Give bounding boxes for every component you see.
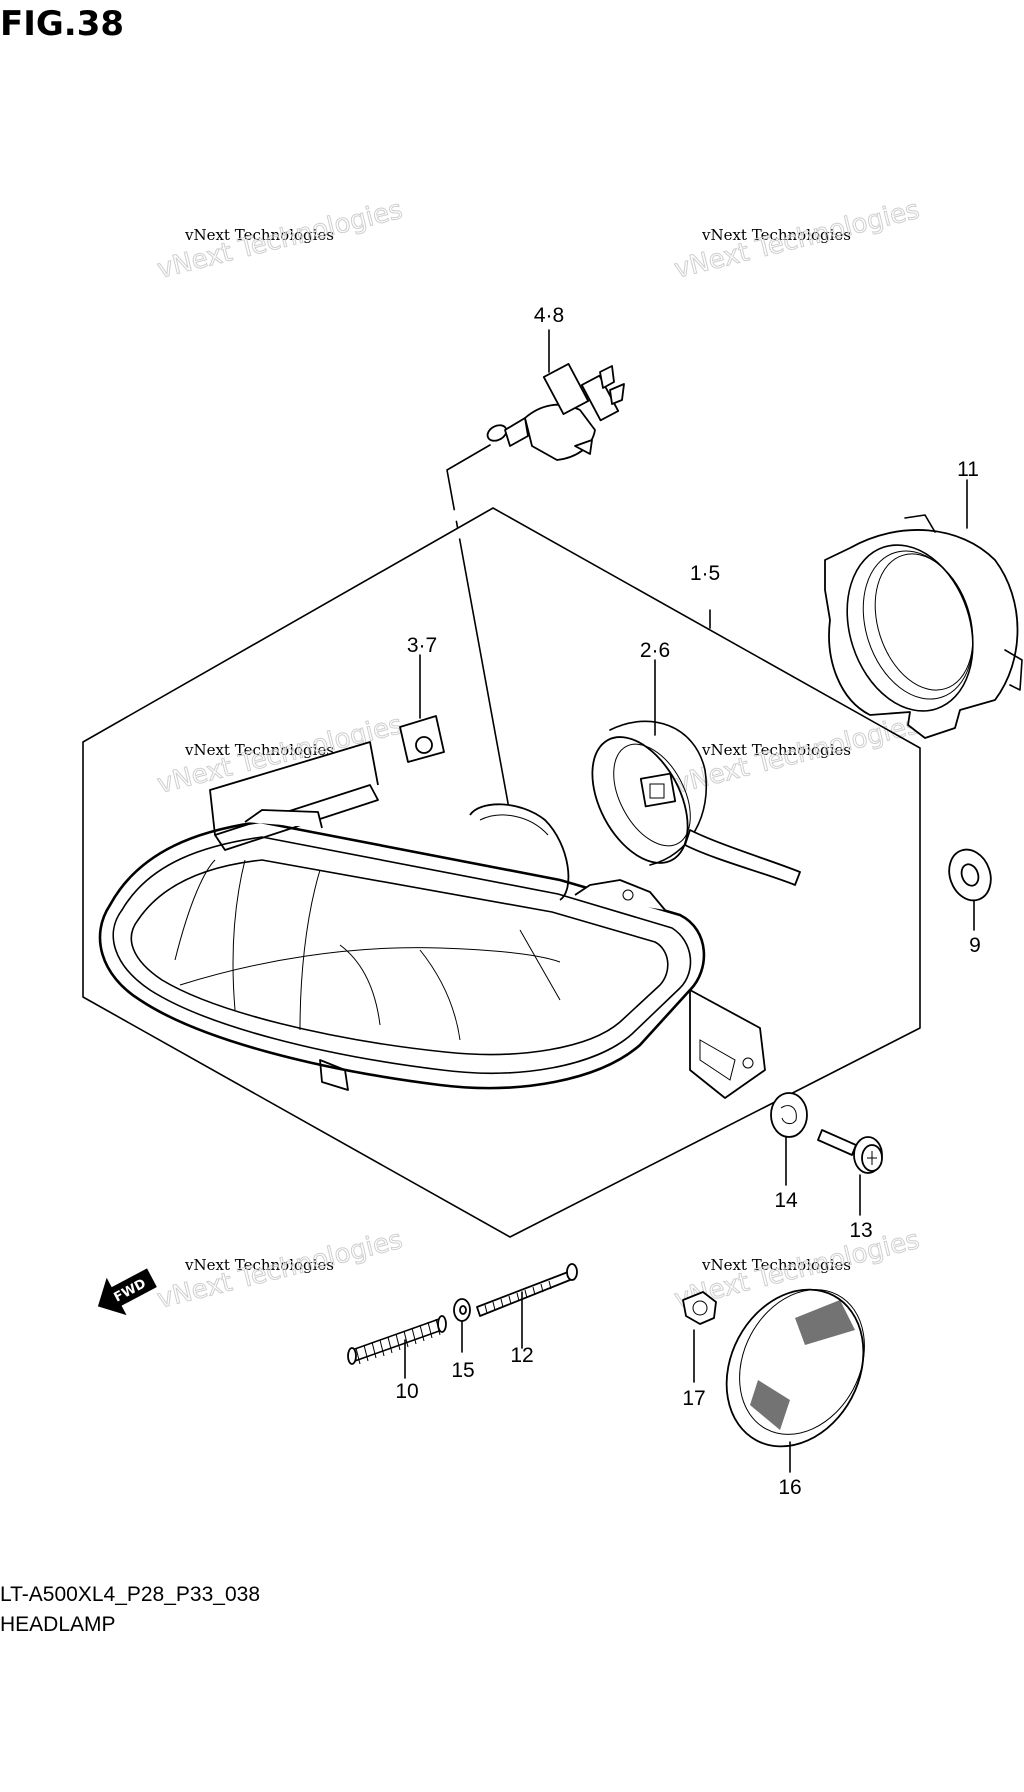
watermark-top-right: vNext Technologies vNext Technologies bbox=[671, 194, 923, 285]
cushion-part bbox=[770, 1092, 808, 1186]
callout-15: 15 bbox=[451, 1359, 474, 1382]
callout-11: 11 bbox=[957, 458, 979, 481]
callout-12: 12 bbox=[510, 1344, 533, 1367]
grommet-part bbox=[948, 848, 992, 931]
watermark-text: vNext Technologies bbox=[184, 1256, 334, 1274]
callout-13: 13 bbox=[849, 1219, 872, 1242]
callout-10: 10 bbox=[395, 1380, 418, 1403]
forward-direction-arrow: FWD bbox=[97, 1268, 157, 1316]
washer-part bbox=[453, 1298, 471, 1353]
diagram-name: HEADLAMP bbox=[0, 1613, 116, 1636]
watermark-mid-right: vNext Technologies vNext Technologies bbox=[671, 709, 923, 800]
headlamp-housing-part bbox=[98, 609, 766, 1099]
callout-2-6: 2·6 bbox=[640, 639, 670, 662]
callout-1-5: 1·5 bbox=[690, 562, 720, 585]
watermark-text: vNext Technologies bbox=[701, 741, 851, 759]
assembly-boundary bbox=[82, 507, 921, 1238]
reflector-part bbox=[725, 1288, 865, 1473]
screw-part bbox=[817, 1129, 883, 1216]
callout-4-8: 4·8 bbox=[534, 304, 564, 327]
adjusting-bolt-part bbox=[476, 1263, 578, 1349]
watermark-text: vNext Technologies bbox=[184, 226, 334, 244]
model-code: LT-A500XL4_P28_P33_038 bbox=[0, 1583, 260, 1606]
callout-17: 17 bbox=[682, 1387, 705, 1410]
clip-nut-part bbox=[399, 654, 445, 763]
watermark-text: vNext Technologies bbox=[701, 226, 851, 244]
watermark-text: vNext Technologies bbox=[184, 741, 334, 759]
bulb-leader-dashed bbox=[446, 444, 513, 826]
figure-title: FIG.38 bbox=[0, 4, 124, 44]
watermark-text: vNext Technologies bbox=[701, 1256, 851, 1274]
callout-16: 16 bbox=[778, 1476, 801, 1499]
callout-3-7: 3·7 bbox=[407, 634, 437, 657]
cover-ring-part bbox=[824, 479, 1023, 739]
spring-part bbox=[347, 1315, 447, 1379]
callout-14: 14 bbox=[774, 1189, 798, 1212]
nut-part bbox=[682, 1291, 717, 1383]
watermark-top-left: vNext Technologies vNext Technologies bbox=[154, 194, 406, 285]
watermark-bottom-left: vNext Technologies vNext Technologies bbox=[154, 1224, 406, 1315]
socket-part bbox=[591, 659, 801, 886]
callout-9: 9 bbox=[969, 934, 981, 957]
bulb-part bbox=[446, 329, 625, 826]
